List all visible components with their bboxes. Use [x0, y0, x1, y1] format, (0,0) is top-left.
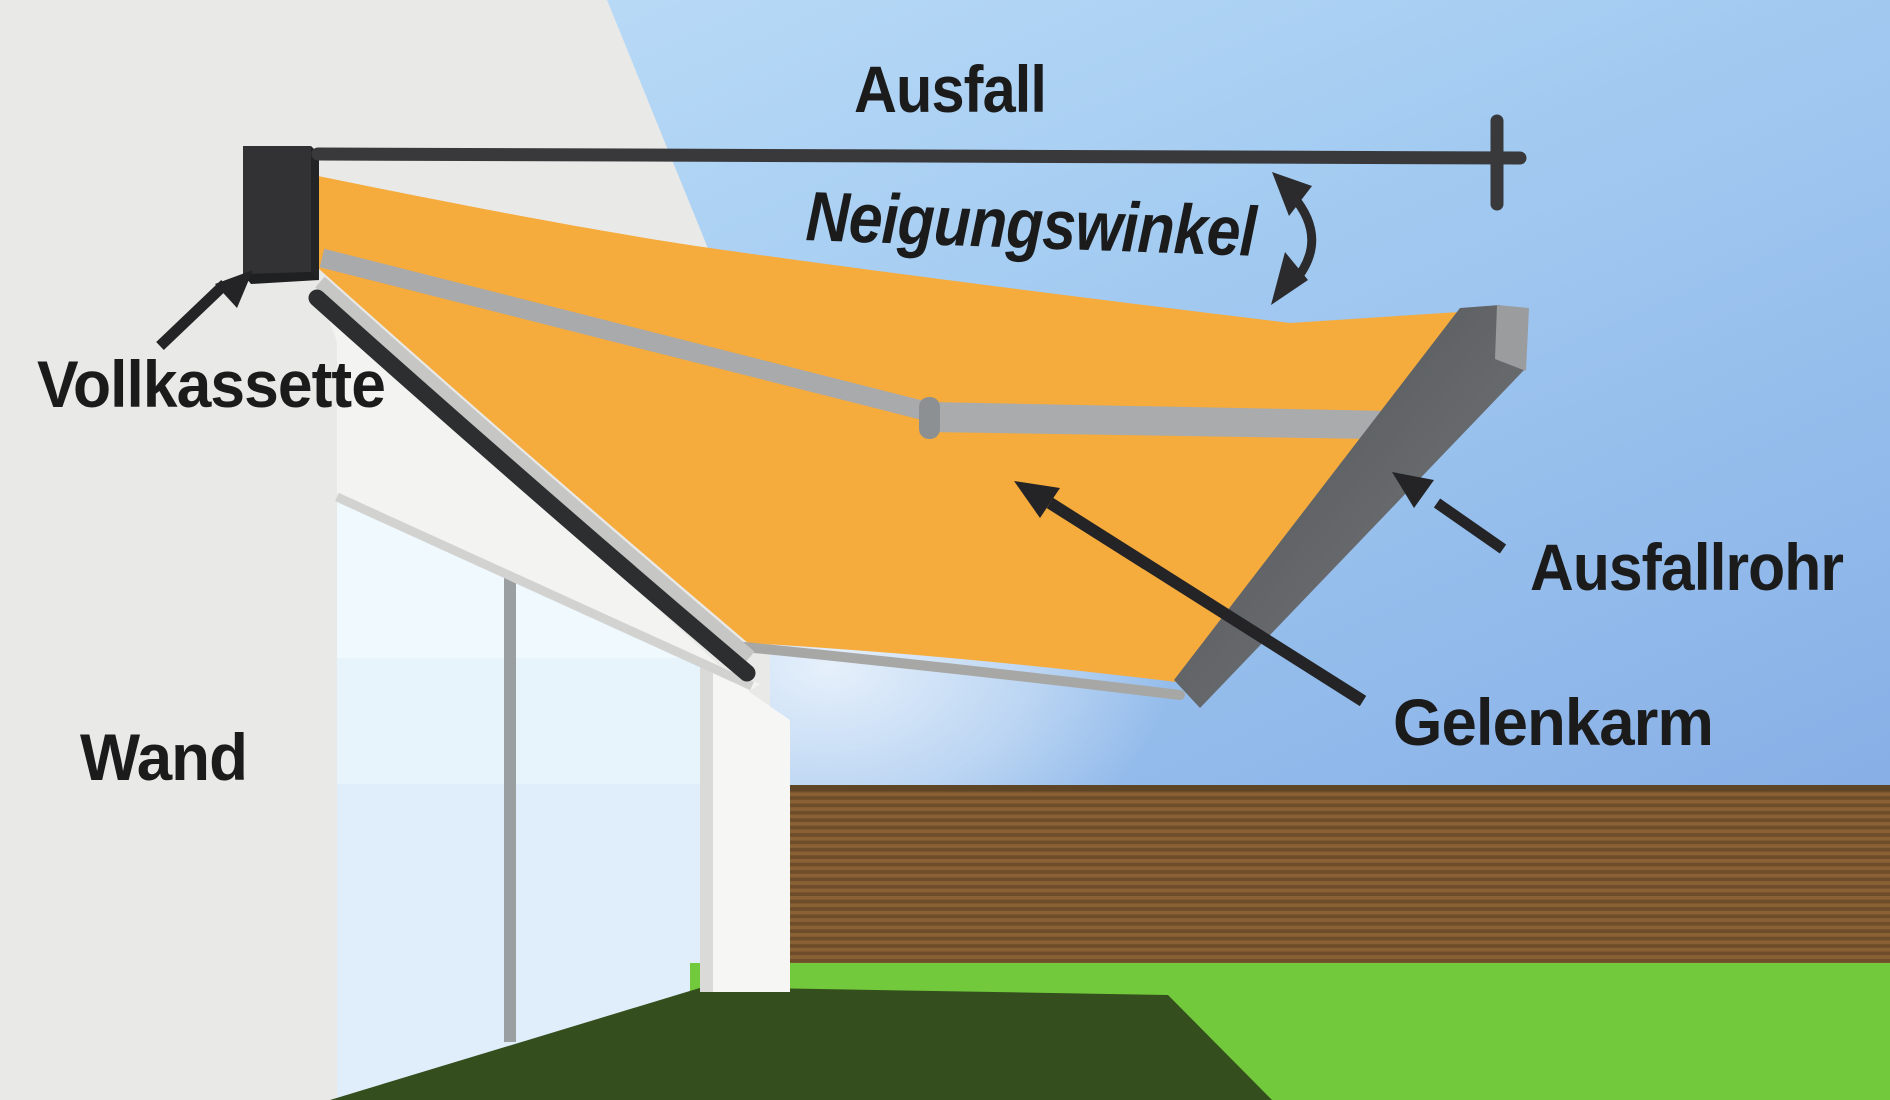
label-ausfallrohr: Ausfallrohr [1530, 530, 1843, 604]
fabric-hem-piping [739, 642, 1185, 700]
window-mullion [504, 572, 516, 1042]
label-wand: Wand [80, 720, 247, 794]
wooden-fence [787, 785, 1890, 966]
grass-dark-foreground [330, 987, 1272, 1100]
arc-arrowhead-top [1272, 172, 1312, 216]
dimension-line-ausfall [311, 114, 1527, 211]
side-guide-bar [308, 289, 756, 682]
house-corner-post [700, 658, 790, 992]
label-gelenkarm: Gelenkarm [1393, 685, 1713, 759]
label-arrows [156, 270, 1507, 707]
side-profile-stripe [315, 276, 755, 663]
arc-arrowhead-bottom [1271, 252, 1308, 305]
angle-arc-arrow [1271, 172, 1317, 305]
awning-fabric [318, 176, 1475, 682]
gelenkarm-arrow [1014, 481, 1367, 707]
front-bar [1174, 305, 1529, 708]
articulated-arm [319, 248, 1441, 440]
arm-elbow-joint [919, 397, 940, 439]
label-neigungswinkel: Neigungswinkel [805, 177, 1260, 271]
cassette-box [243, 146, 319, 284]
vollkassette-arrow [156, 270, 253, 350]
label-vollkassette: Vollkassette [37, 347, 385, 421]
wall-edge-wedge [322, 300, 760, 692]
label-ausfall: Ausfall [854, 52, 1046, 126]
front-bar-end-face [1495, 305, 1529, 371]
ausfallrohr-arrow [1392, 472, 1507, 554]
window-frame-top [335, 492, 754, 691]
